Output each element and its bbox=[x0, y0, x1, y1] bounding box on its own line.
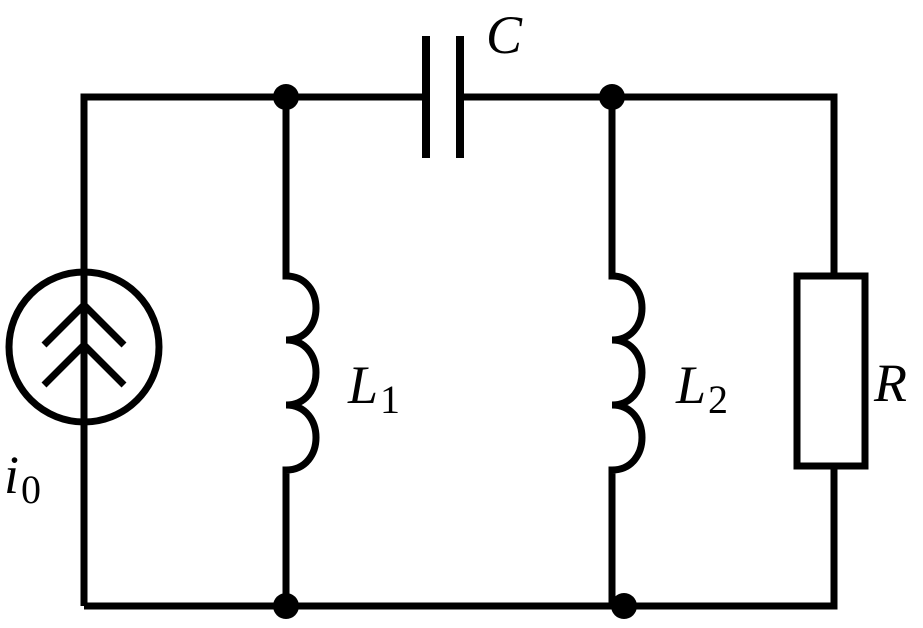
junction-node-bottom-left bbox=[273, 593, 299, 619]
inductor-l1 bbox=[282, 97, 320, 606]
inductor-l1-label: L1 bbox=[348, 355, 401, 422]
resistor-body bbox=[793, 272, 869, 470]
junction-node-top-right bbox=[599, 84, 625, 110]
capacitor-label: C bbox=[486, 5, 523, 65]
current-source-circle bbox=[5, 268, 163, 426]
top-wire-right bbox=[460, 93, 838, 276]
junction-node-bottom-right bbox=[611, 593, 637, 619]
junction-node-top-left bbox=[273, 84, 299, 110]
inductor-l2-label: L2 bbox=[676, 355, 729, 422]
inductor-l2 bbox=[608, 97, 646, 606]
bottom-wire bbox=[84, 466, 838, 610]
current-source-label: i0 bbox=[4, 445, 42, 512]
top-wire-left bbox=[80, 93, 426, 606]
current-source-arrow bbox=[41, 300, 127, 388]
resistor-label: R bbox=[874, 353, 907, 413]
